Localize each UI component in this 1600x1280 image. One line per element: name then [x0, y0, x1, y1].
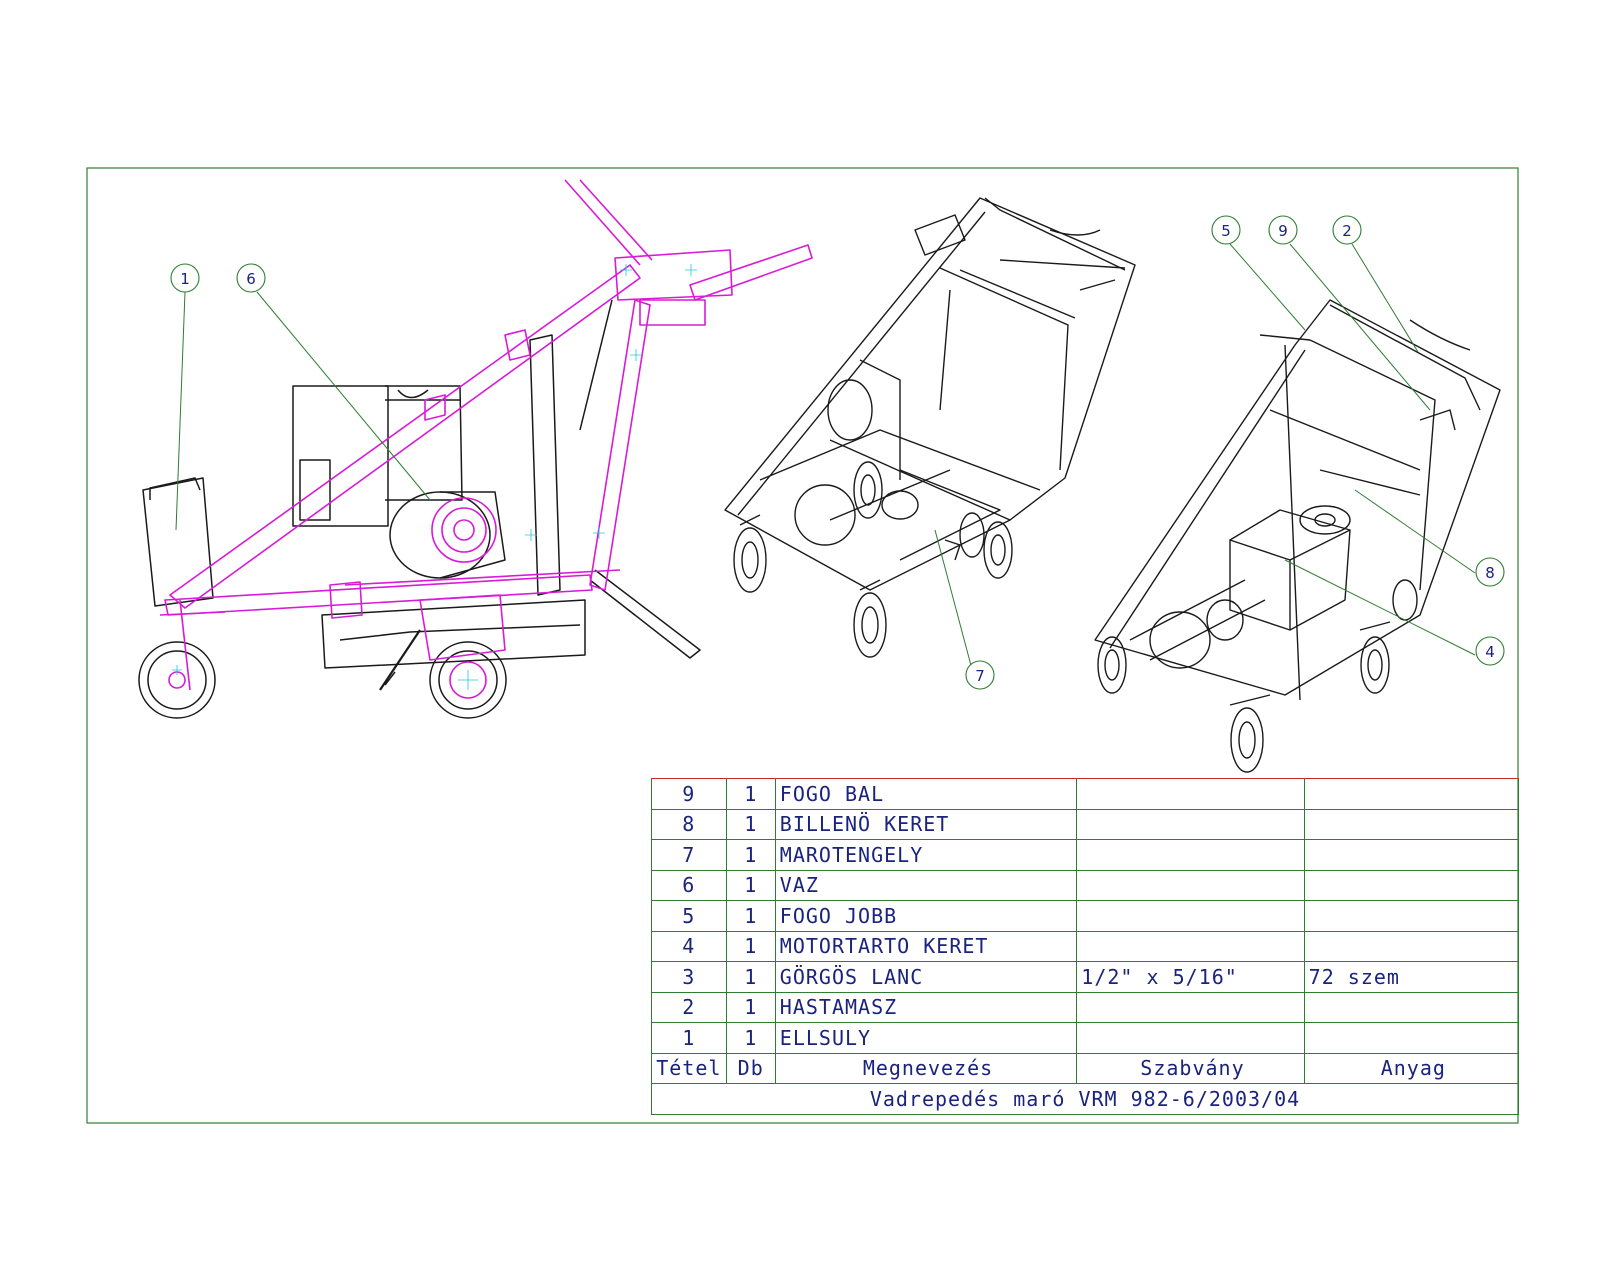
table-row: 4 1 MOTORTARTO KERET: [651, 930, 1520, 962]
item-number: 9: [651, 778, 727, 810]
svg-text:2: 2: [1342, 222, 1352, 240]
standard: [1076, 869, 1305, 901]
svg-text:6: 6: [246, 270, 256, 288]
header-name: Megnevezés: [774, 1052, 1078, 1084]
standard: [1076, 991, 1305, 1023]
part-name: MOTORTARTO KERET: [774, 930, 1078, 962]
table-row: 2 1 HASTAMASZ: [651, 991, 1520, 1023]
quantity: 1: [725, 778, 776, 810]
part-name: ELLSULY: [774, 1022, 1078, 1054]
side-view: [138, 179, 813, 719]
item-number: 1: [651, 1022, 727, 1054]
material: [1303, 991, 1520, 1023]
quantity: 1: [725, 808, 776, 840]
balloon-item-7: 7: [965, 660, 995, 690]
standard: [1076, 839, 1305, 871]
svg-text:9: 9: [1278, 222, 1288, 240]
header-item: Tétel: [651, 1052, 727, 1084]
material: [1303, 869, 1520, 901]
drawing-title: Vadrepedés maró VRM 982-6/2003/04: [651, 1083, 1519, 1115]
quantity: 1: [725, 961, 776, 993]
isometric-view-rear: [1094, 243, 1501, 773]
standard: [1076, 1022, 1305, 1054]
bill-of-materials: 9 1 FOGO BAL 8 1 BILLENÖ KERET 7 1 MAROT…: [651, 778, 1520, 1115]
svg-text:5: 5: [1221, 222, 1231, 240]
quantity: 1: [725, 1022, 776, 1054]
table-row: 1 1 ELLSULY: [651, 1022, 1520, 1054]
table-row: 7 1 MAROTENGELY: [651, 839, 1520, 871]
table-header-row: Tétel Db Megnevezés Szabvány Anyag: [651, 1052, 1520, 1084]
drawing-frame: [86, 167, 1519, 1124]
title-block-row: Vadrepedés maró VRM 982-6/2003/04: [651, 1083, 1519, 1115]
standard: [1076, 808, 1305, 840]
part-name: BILLENÖ KERET: [774, 808, 1078, 840]
svg-text:7: 7: [975, 667, 985, 685]
part-name: FOGO BAL: [774, 778, 1078, 810]
balloon-item-9: 9: [1268, 215, 1298, 245]
part-name: MAROTENGELY: [774, 839, 1078, 871]
table-row: 6 1 VAZ: [651, 869, 1520, 901]
balloon-item-5: 5: [1211, 215, 1241, 245]
item-number: 4: [651, 930, 727, 962]
balloon-item-4: 4: [1475, 636, 1505, 666]
header-material: Anyag: [1303, 1052, 1520, 1084]
part-name: VAZ: [774, 869, 1078, 901]
header-qty: Db: [725, 1052, 776, 1084]
material: [1303, 930, 1520, 962]
table-row: 5 1 FOGO JOBB: [651, 900, 1520, 932]
quantity: 1: [725, 839, 776, 871]
material: [1303, 778, 1520, 810]
isometric-view-front: [724, 197, 1136, 674]
standard: [1076, 778, 1305, 810]
item-number: 8: [651, 808, 727, 840]
svg-text:4: 4: [1485, 643, 1495, 661]
header-standard: Szabvány: [1076, 1052, 1305, 1084]
balloon-item-6: 6: [236, 263, 266, 293]
material: 72 szem: [1303, 961, 1520, 993]
item-number: 6: [651, 869, 727, 901]
part-name: GÖRGÖS LANC: [774, 961, 1078, 993]
quantity: 1: [725, 900, 776, 932]
balloon-item-8: 8: [1475, 557, 1505, 587]
item-number: 5: [651, 900, 727, 932]
svg-text:1: 1: [180, 270, 190, 288]
standard: 1/2" x 5/16": [1076, 961, 1305, 993]
balloon-item-2: 2: [1332, 215, 1362, 245]
quantity: 1: [725, 991, 776, 1023]
table-row: 9 1 FOGO BAL: [651, 778, 1520, 810]
balloon-item-1: 1: [170, 263, 200, 293]
svg-text:8: 8: [1485, 564, 1495, 582]
standard: [1076, 930, 1305, 962]
quantity: 1: [725, 869, 776, 901]
part-name: FOGO JOBB: [774, 900, 1078, 932]
material: [1303, 900, 1520, 932]
item-number: 2: [651, 991, 727, 1023]
material: [1303, 839, 1520, 871]
material: [1303, 1022, 1520, 1054]
item-number: 3: [651, 961, 727, 993]
quantity: 1: [725, 930, 776, 962]
item-number: 7: [651, 839, 727, 871]
part-name: HASTAMASZ: [774, 991, 1078, 1023]
table-row: 8 1 BILLENÖ KERET: [651, 808, 1520, 840]
table-row: 3 1 GÖRGÖS LANC 1/2" x 5/16" 72 szem: [651, 961, 1520, 993]
standard: [1076, 900, 1305, 932]
material: [1303, 808, 1520, 840]
